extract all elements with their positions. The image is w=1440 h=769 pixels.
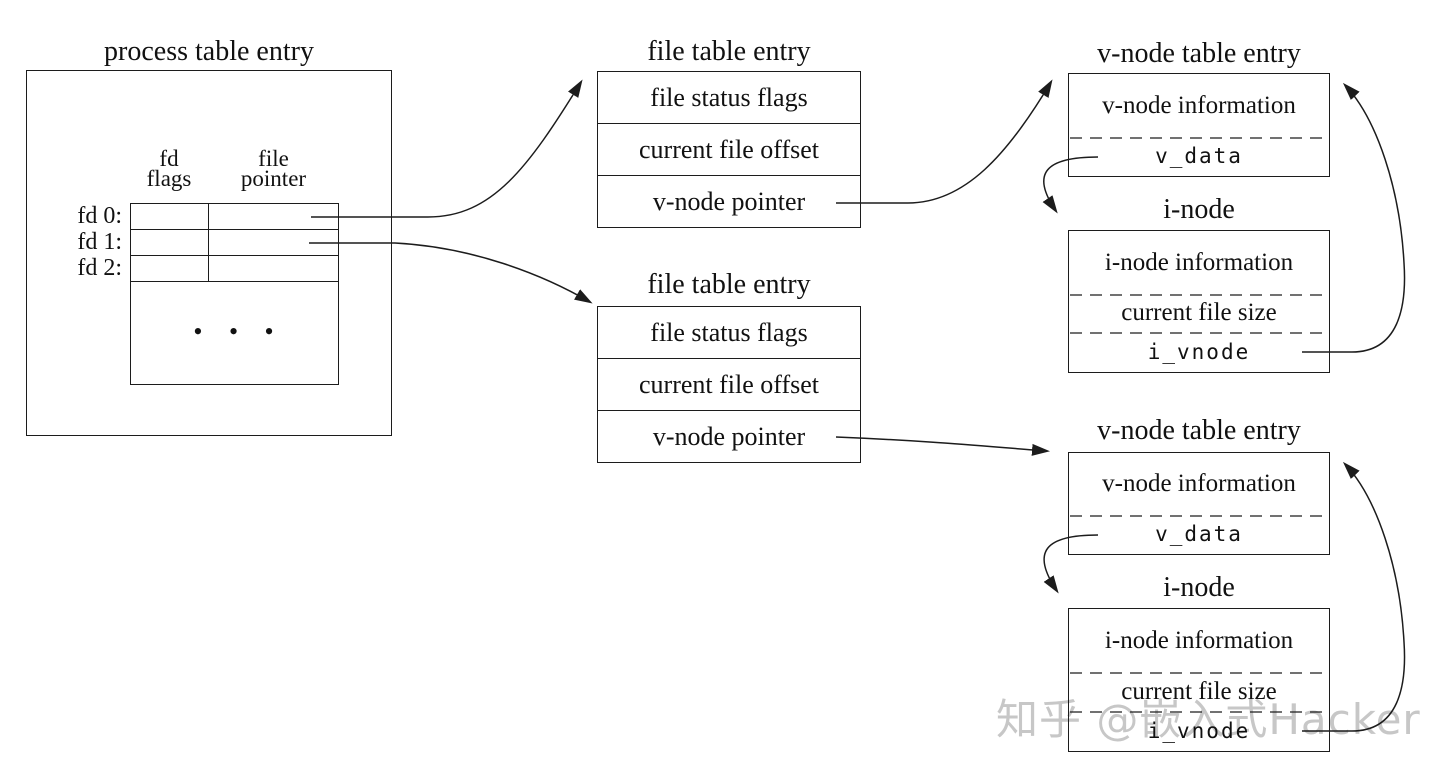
fd-table-box: • • •: [130, 203, 339, 385]
fd-row-divider-2: [131, 255, 338, 256]
fd-row-divider-3: [131, 281, 338, 282]
fd-row-divider-1: [131, 229, 338, 230]
vnode-table-1-row-vdata: v_data: [1155, 144, 1243, 168]
inode-2-row-current-file-size: current file size: [1121, 677, 1277, 705]
vnode-table-1-box: v-node information v_data: [1068, 73, 1330, 177]
file-table-2-row-vnode-pointer: v-node pointer: [598, 410, 860, 462]
vnode-table-2-row-information: v-node information: [1102, 470, 1296, 497]
inode-1-box: i-node information current file size i_v…: [1068, 230, 1330, 373]
inode-1-title: i-node: [1163, 194, 1235, 225]
file-table-1-row-vnode-pointer: v-node pointer: [598, 175, 860, 227]
inode-2-box: i-node information current file size i_v…: [1068, 608, 1330, 752]
inode-1-row-ivnode: i_vnode: [1147, 339, 1251, 364]
inode-1-row-current-file-size: current file size: [1121, 299, 1277, 326]
fd-flags-header-line2: flags: [146, 166, 192, 191]
inode-1-row-information: i-node information: [1104, 248, 1294, 276]
vnode-table-2-title: v-node table entry: [1097, 415, 1301, 446]
vnode-table-2-row-vdata: v_data: [1155, 522, 1243, 546]
file-table-1-row-status-flags: file status flags: [650, 82, 808, 112]
fd-flags-column-header: fd flags: [130, 146, 208, 191]
file-table-2-row-current-offset: current file offset: [598, 358, 860, 410]
inode-2-row-ivnode: i_vnode: [1147, 718, 1251, 743]
file-table-1-row-current-offset: current file offset: [598, 123, 860, 175]
fd-column-divider: [207, 204, 209, 282]
file-table-1-box: file status flags current file offset v-…: [597, 71, 861, 228]
file-table-2-title: file table entry: [647, 269, 811, 300]
file-pointer-header-line1: file: [258, 146, 289, 171]
arrow-vnode-pointer-2-to-vnode-table-2: [835, 436, 1050, 456]
file-table-2-box: file status flags current file offset v-…: [597, 306, 861, 463]
file-pointer-header-line2: pointer: [240, 166, 307, 191]
file-pointer-column-header: file pointer: [208, 146, 339, 191]
vnode-table-1-row-information: v-node information: [1102, 91, 1296, 119]
fd1-row-label: fd 1:: [77, 228, 122, 255]
inode-2-row-information: i-node information: [1104, 626, 1294, 654]
arrow-vnode-pointer-1-to-vnode-table-1: [836, 79, 1053, 204]
fd-flags-header-line1: fd: [159, 146, 179, 171]
file-table-2-row-status-flags: file status flags: [650, 317, 808, 347]
file-table-1-title: file table entry: [647, 36, 811, 67]
fd2-row-label: fd 2:: [77, 254, 122, 281]
fd0-row-label: fd 0:: [77, 202, 122, 229]
vnode-table-1-title: v-node table entry: [1097, 38, 1301, 69]
fd-table-ellipsis: • • •: [193, 317, 276, 346]
vnode-table-2-box: v-node information v_data: [1068, 452, 1330, 555]
inode-2-title: i-node: [1163, 572, 1235, 603]
process-table-title: process table entry: [104, 36, 314, 67]
